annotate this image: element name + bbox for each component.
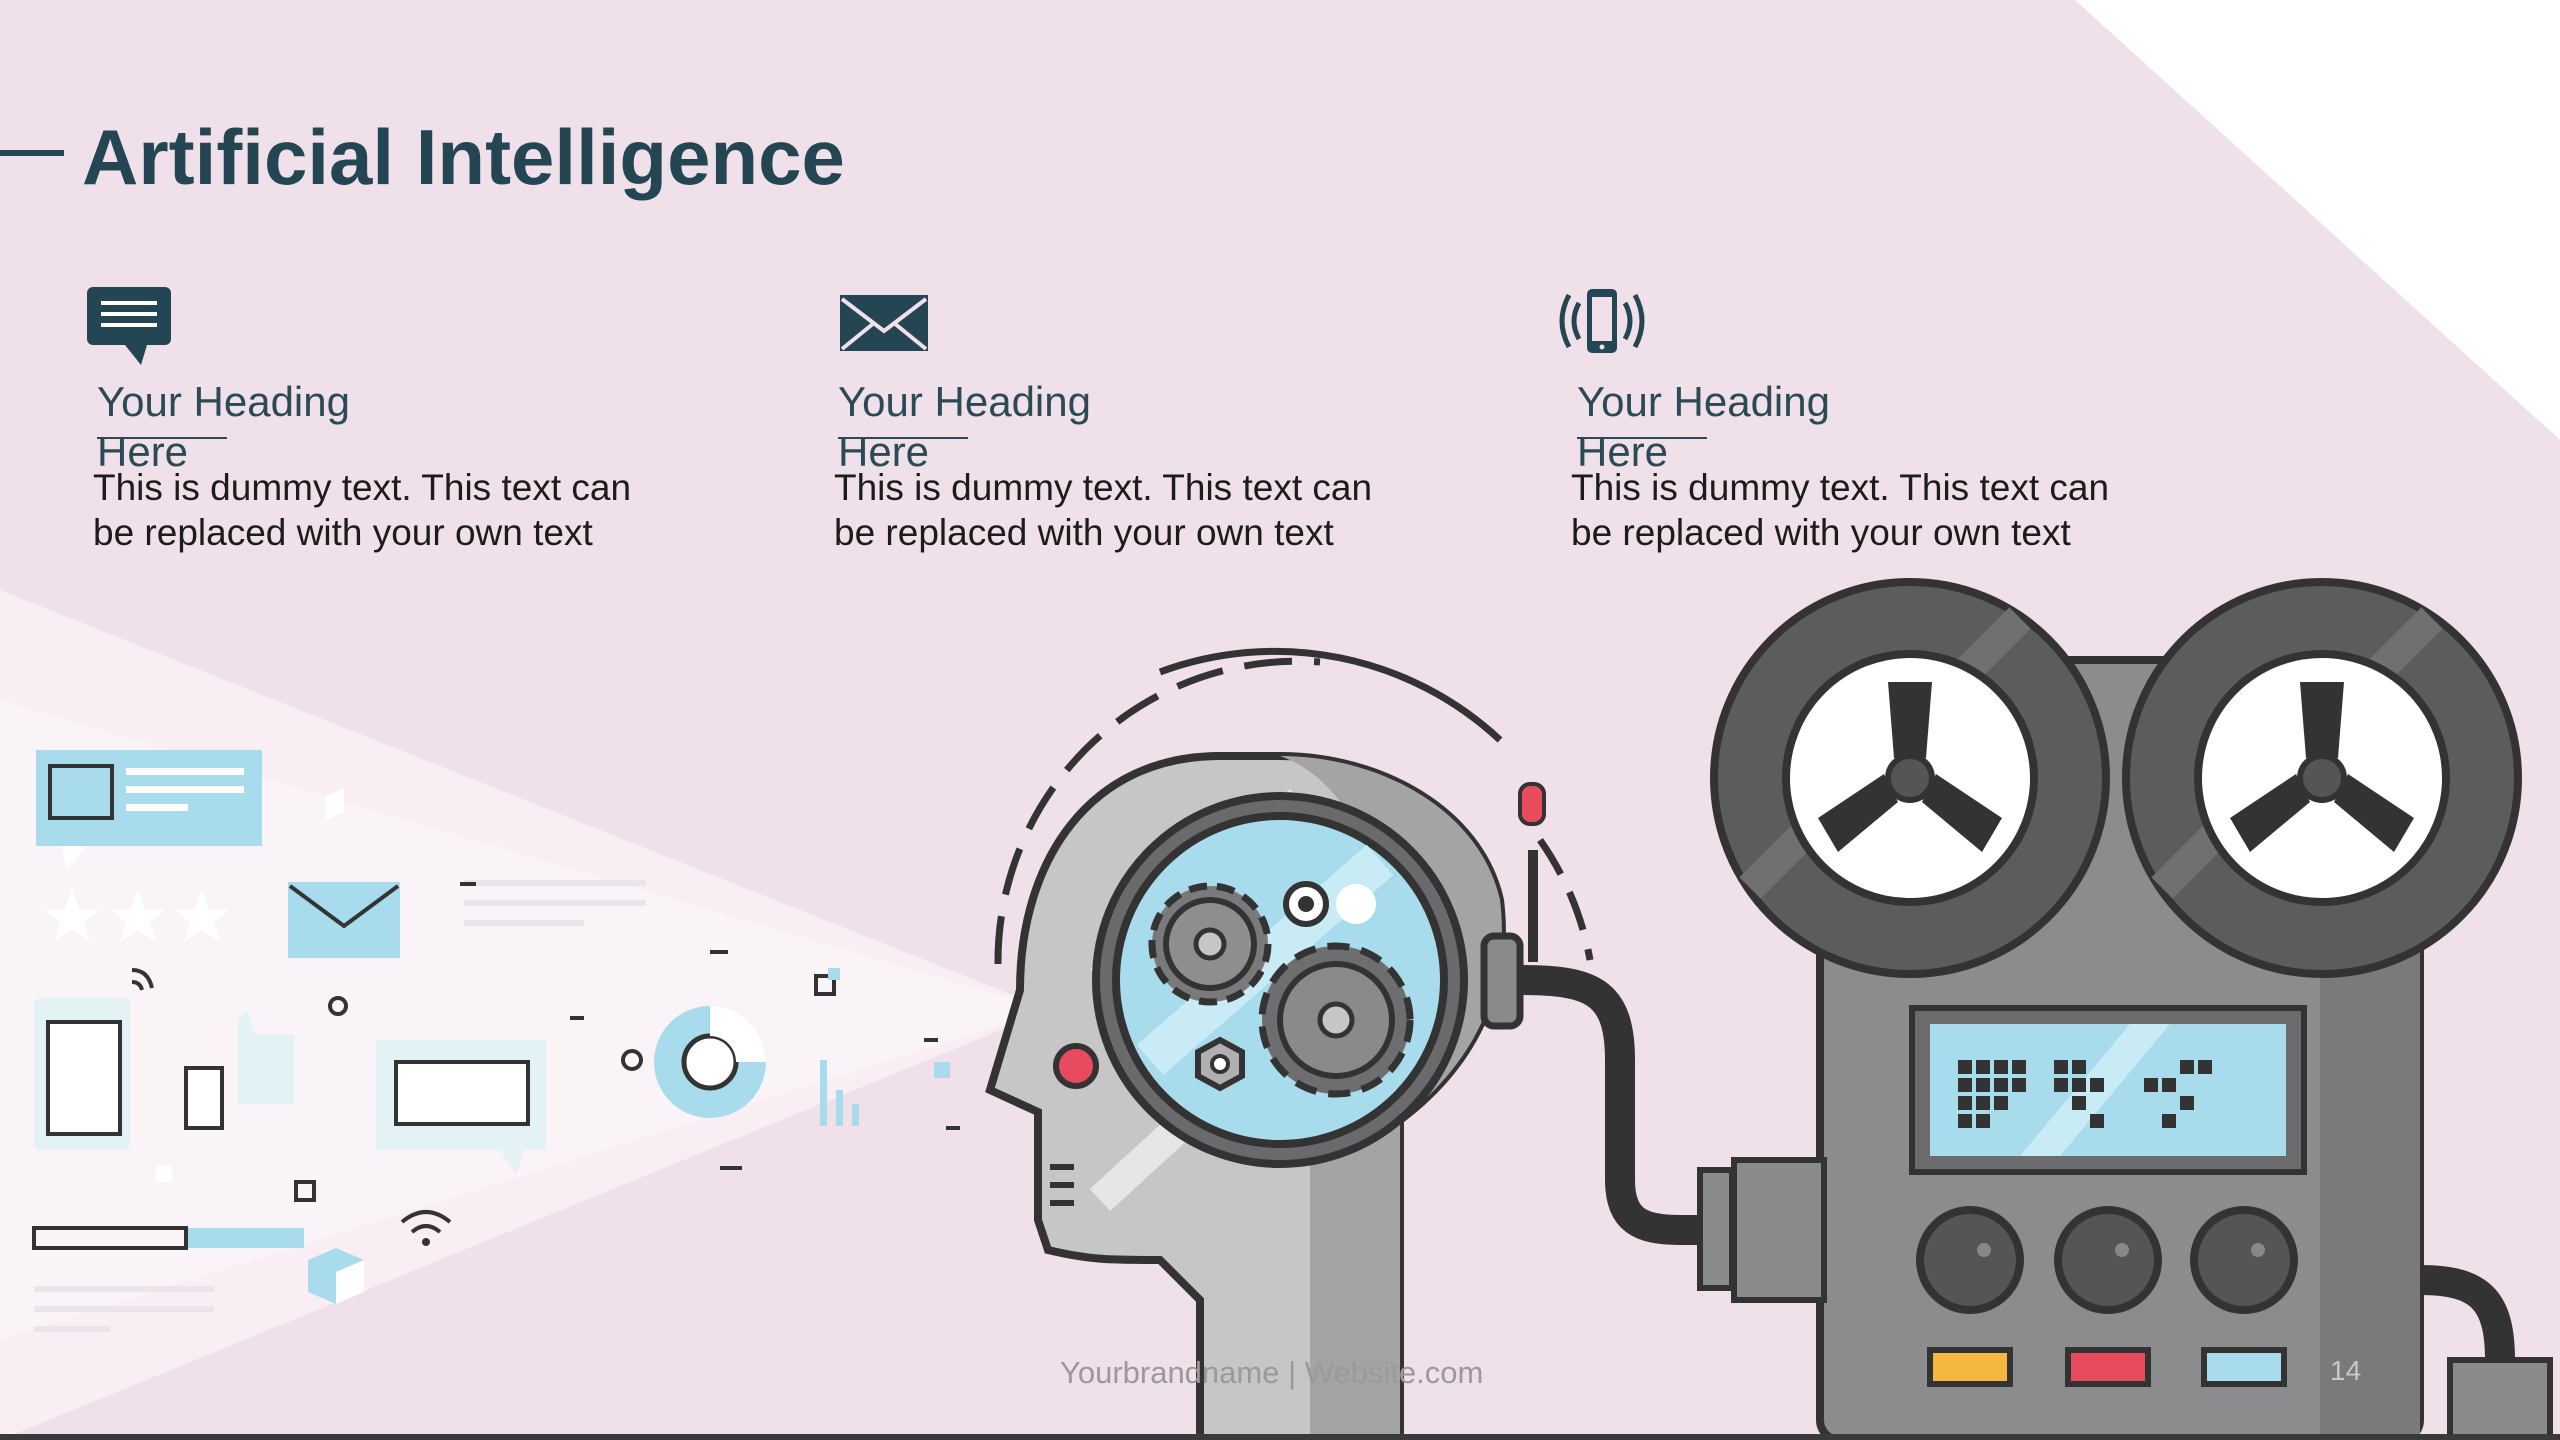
heading-underline [1577, 437, 1707, 439]
column-2: Your Heading Here This is dummy text. Th… [834, 285, 1458, 553]
column-heading: Your Heading Here [838, 378, 1091, 475]
heading-underline [838, 437, 968, 439]
footer-brand-website: Yourbrandname | Website.com [1060, 1355, 1484, 1390]
title-accent-dash [0, 150, 64, 156]
column-3: Your Heading Here This is dummy text. Th… [1555, 285, 2175, 553]
chat-bubble-icon [87, 287, 171, 365]
column-body-text: This is dummy text. This text can be rep… [1571, 467, 2110, 553]
vibrating-phone-icon [1559, 289, 1645, 353]
column-heading: Your Heading Here [97, 378, 350, 475]
heading-underline [97, 437, 227, 439]
column-body-text: This is dummy text. This text can be rep… [834, 467, 1373, 553]
column-1: Your Heading Here This is dummy text. Th… [85, 285, 705, 553]
robot-and-tape-machine-illustration [985, 578, 2553, 1440]
column-heading: Your Heading Here [1577, 378, 1830, 475]
slide-title: Artificial Intelligence [82, 113, 845, 201]
floating-ui-icons-illustration [32, 750, 960, 1332]
page-number: 14 [2330, 1355, 2362, 1386]
bottom-border [0, 1434, 2560, 1440]
column-body-text: This is dummy text. This text can be rep… [93, 467, 632, 553]
envelope-icon [840, 295, 928, 351]
